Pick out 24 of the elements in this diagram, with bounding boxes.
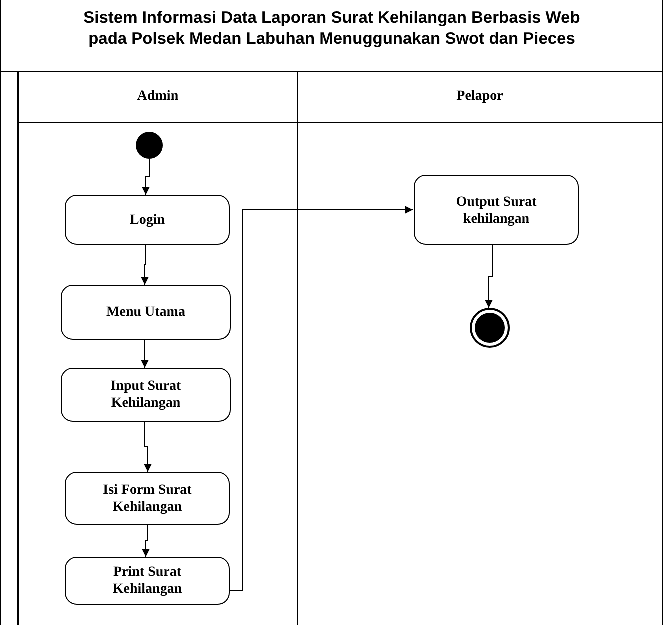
arrow bbox=[485, 244, 494, 308]
action-label: Output Surat kehilangan bbox=[455, 194, 538, 228]
diagram-title: Sistem Informasi Data Laporan Surat Kehilangan Berbasis Web pada Polsek Medan Labuhan Menuggunakan Swot dan Pieces bbox=[82, 8, 582, 50]
action-label: Input Surat Kehilangan bbox=[110, 378, 182, 412]
arrow bbox=[228, 206, 414, 592]
action-label: Isi Form Surat Kehilangan bbox=[102, 482, 193, 516]
arrow bbox=[142, 158, 150, 196]
arrow bbox=[144, 422, 152, 472]
action-label: Menu Utama bbox=[106, 304, 186, 321]
lane-title: Admin bbox=[137, 89, 179, 105]
lane-title: Pelapor bbox=[456, 89, 504, 105]
action-box bbox=[65, 472, 230, 525]
arrow bbox=[141, 244, 149, 286]
arrow bbox=[141, 340, 149, 368]
swimlane bbox=[297, 72, 663, 625]
swimlane bbox=[18, 72, 298, 625]
action-label: Print Surat Kehilangan bbox=[112, 564, 184, 598]
action-box bbox=[65, 557, 230, 605]
arrow bbox=[142, 524, 150, 558]
action-box bbox=[61, 368, 231, 422]
action-label: Login bbox=[130, 212, 165, 228]
action-box bbox=[61, 285, 231, 340]
action-box bbox=[414, 175, 579, 245]
action-box bbox=[65, 195, 230, 245]
